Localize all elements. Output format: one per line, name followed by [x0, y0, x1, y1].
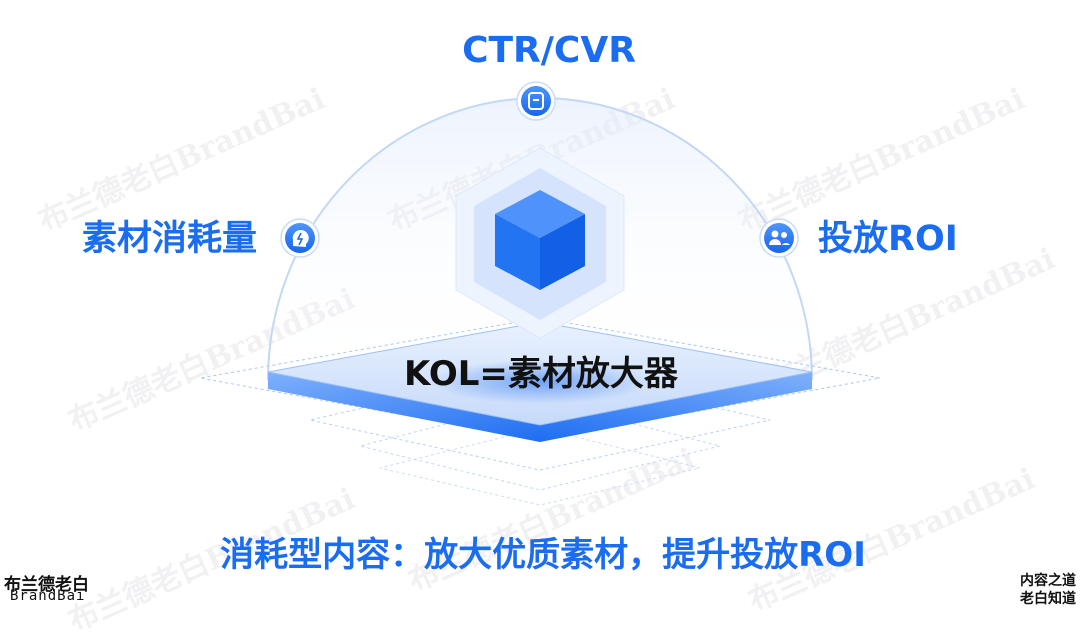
- diagram-stage: 布兰德老白BrandBai 布兰德老白BrandBai 布兰德老白BrandBa…: [4, 30, 1076, 639]
- platform-edge-left: [268, 372, 540, 442]
- center-label: KOL=素材放大器: [404, 354, 678, 394]
- brand-logo-en: BrandBai: [10, 588, 86, 604]
- corner-text-line2: 老白知道: [1020, 591, 1076, 607]
- right-label: 投放ROI: [818, 219, 958, 259]
- brand-logo-cn: 布兰德老白: [4, 575, 89, 595]
- platform-glow: [430, 360, 650, 404]
- layer-dashed: [379, 427, 701, 506]
- diagram-graphic: [199, 81, 881, 506]
- badge-icon: [516, 81, 556, 121]
- bottom-caption: 消耗型内容：放大优质素材，提升投放ROI: [220, 535, 866, 575]
- head-bulb-icon: [280, 218, 320, 258]
- cube-left: [495, 214, 540, 290]
- corner-text-line1: 内容之道: [1020, 573, 1076, 589]
- platform-edge-right: [540, 372, 812, 442]
- layer-dashed: [359, 399, 721, 491]
- left-label: 素材消耗量: [82, 219, 258, 259]
- top-label: CTR/CVR: [462, 30, 636, 71]
- cube-right: [540, 214, 585, 290]
- users-icon: [759, 218, 799, 258]
